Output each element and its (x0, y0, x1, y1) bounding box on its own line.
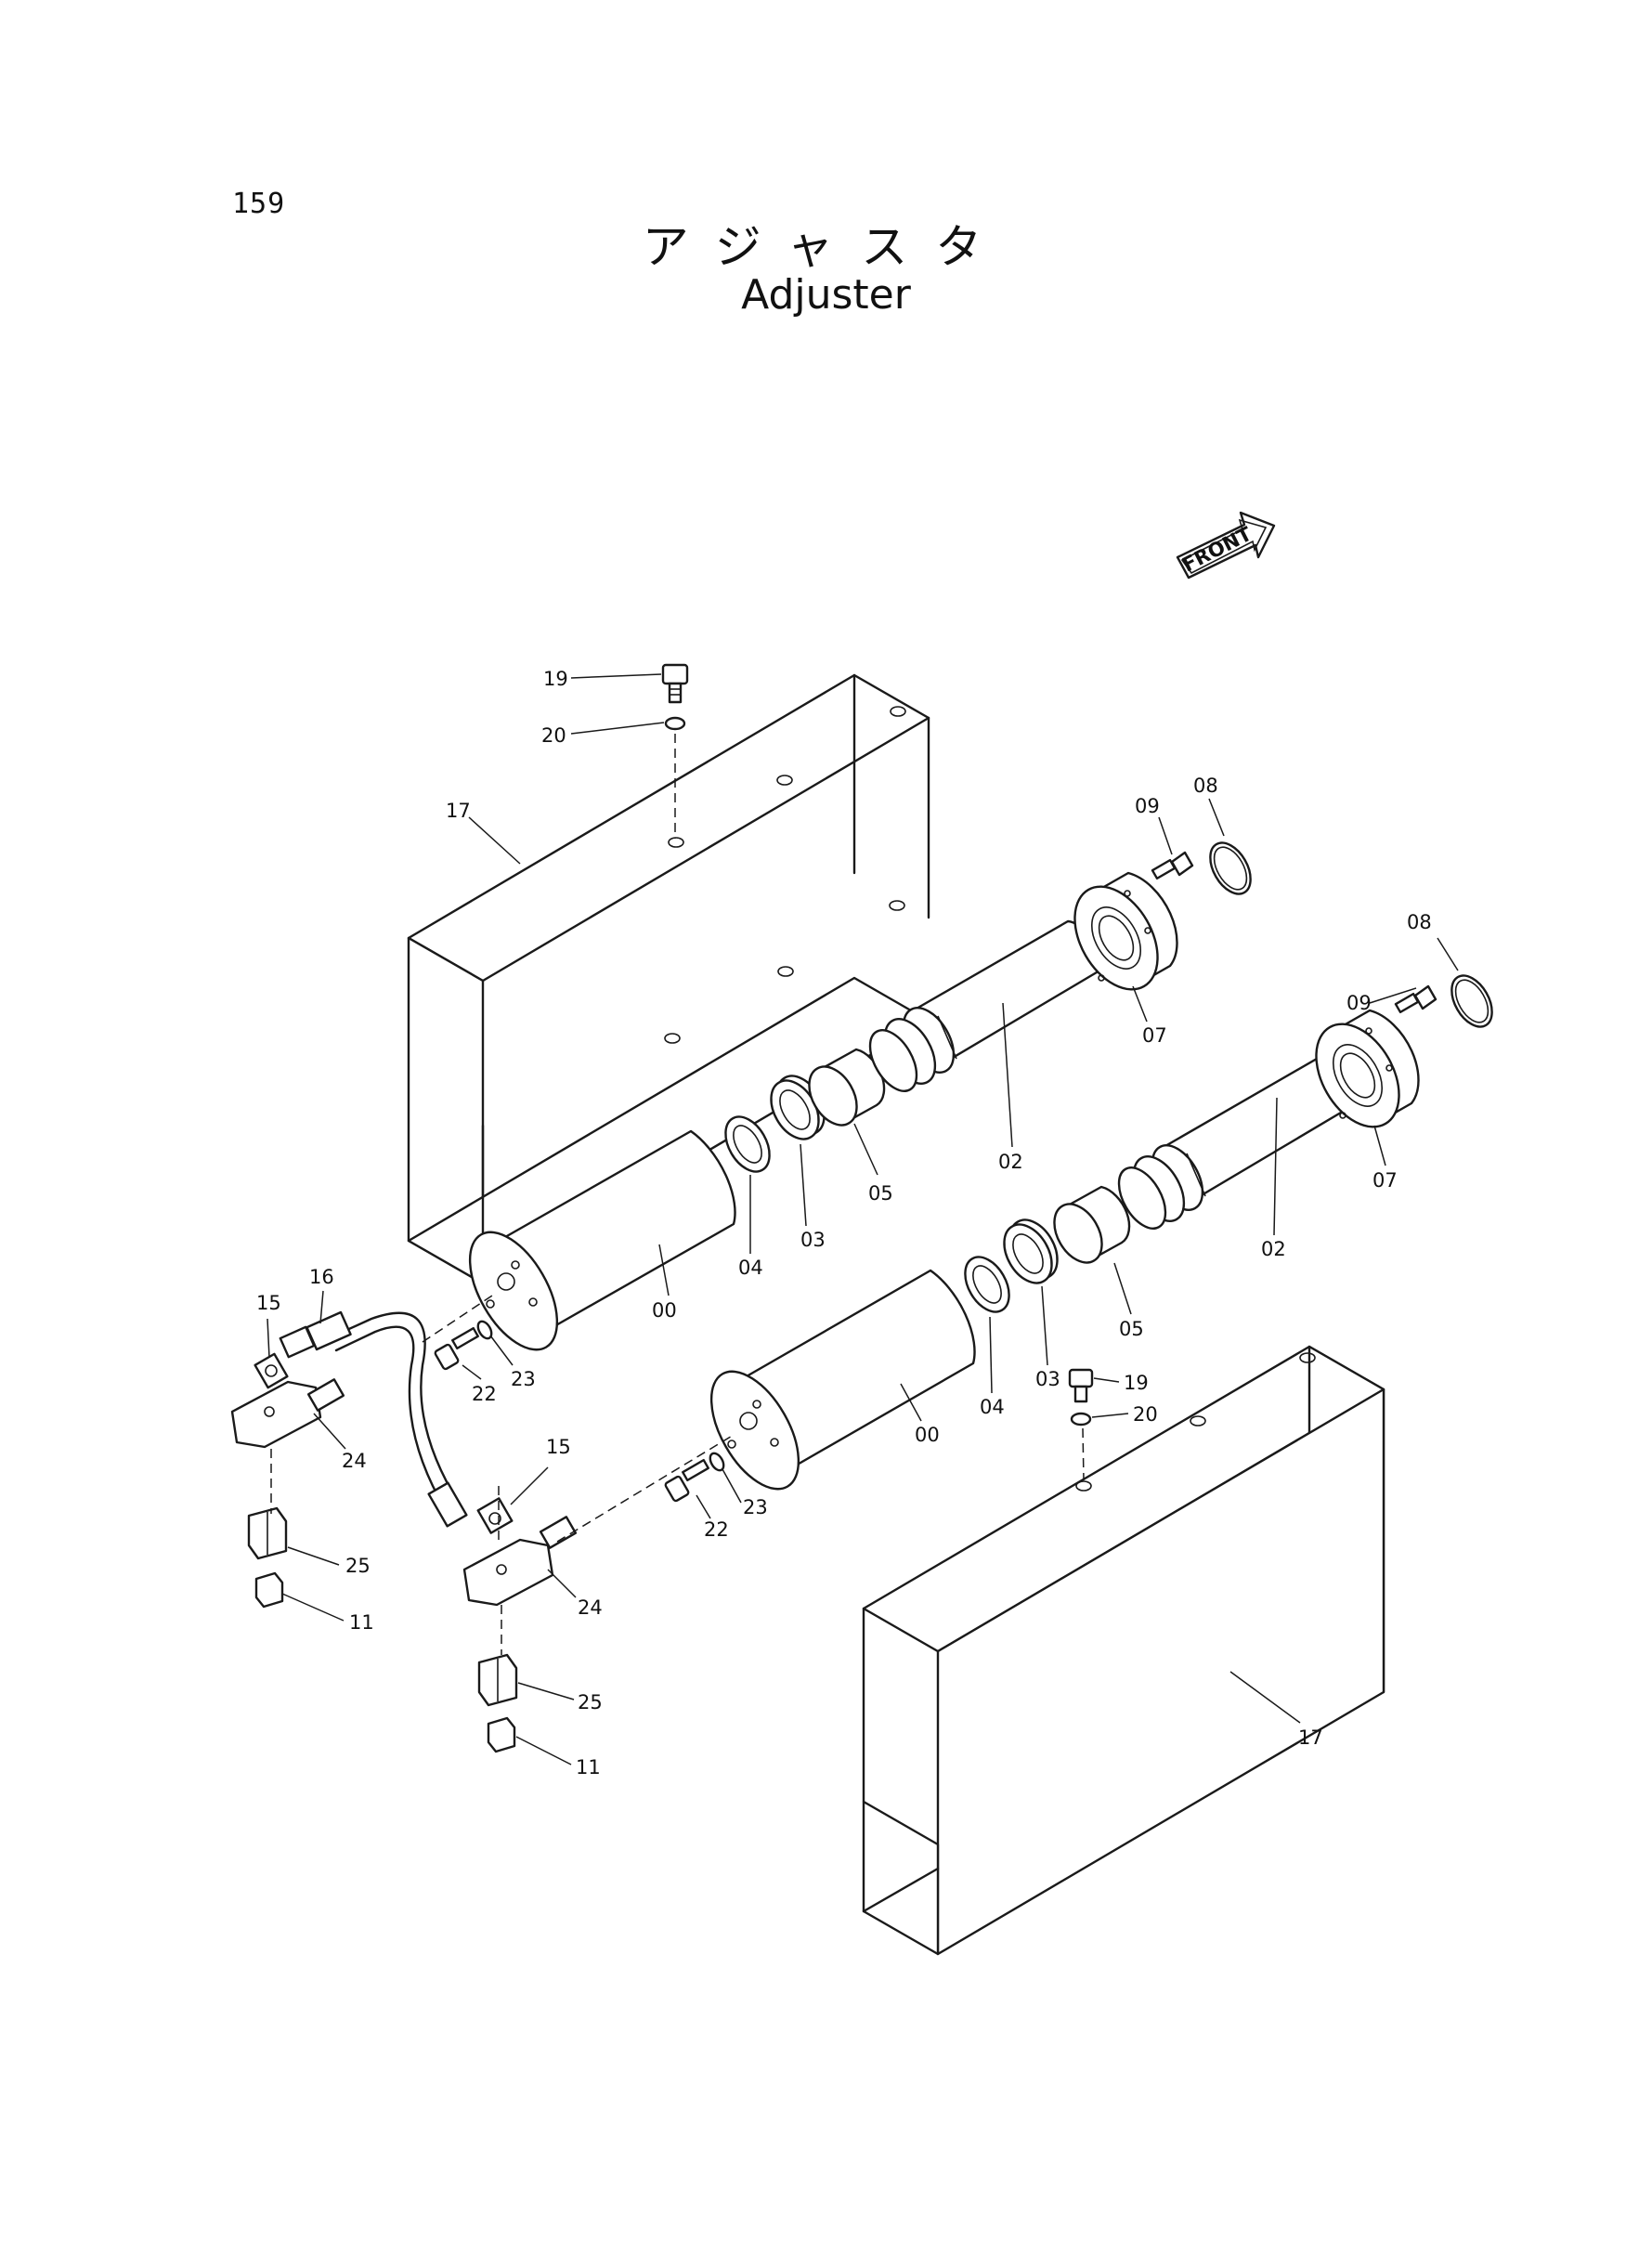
callout-17: 17 (1298, 1726, 1323, 1749)
bolt-19-top (661, 663, 689, 839)
callout-08: 08 (1407, 911, 1432, 933)
leader-lines (267, 673, 1459, 1765)
plug-11-upper (254, 1571, 284, 1609)
callout-08: 08 (1193, 775, 1218, 797)
callout-19: 19 (543, 668, 568, 690)
callout-02: 02 (1261, 1238, 1286, 1260)
callout-09: 09 (1346, 992, 1372, 1014)
bolt-22-upper (434, 1320, 493, 1371)
flange-07-upper (1073, 871, 1178, 991)
bolt-22-lower (664, 1452, 725, 1503)
rod-02-lower (1117, 1057, 1352, 1230)
callout-23: 23 (511, 1368, 536, 1390)
cover-upper (407, 673, 930, 1285)
seal-04-lower (964, 1256, 1010, 1313)
callout-04: 04 (738, 1257, 763, 1279)
callout-07: 07 (1142, 1024, 1167, 1047)
callout-25: 25 (578, 1691, 603, 1713)
callout-15: 15 (546, 1436, 571, 1458)
callout-labels: 19 20 17 09 08 07 02 05 03 04 00 16 15 2… (256, 668, 1432, 1778)
callout-00: 00 (915, 1424, 940, 1446)
plug-11-lower (487, 1716, 516, 1753)
callout-24: 24 (578, 1596, 603, 1619)
callout-07: 07 (1372, 1169, 1398, 1192)
page-number: 159 (232, 188, 286, 220)
callout-22: 22 (472, 1383, 497, 1405)
callout-05: 05 (868, 1182, 893, 1205)
title-japanese: アジャスタ (642, 220, 1010, 274)
callout-20: 20 (1133, 1403, 1158, 1426)
callout-09: 09 (1135, 795, 1160, 817)
rod-02-upper (868, 919, 1103, 1092)
oring-08-upper (1209, 841, 1252, 895)
bolt-09-upper (1151, 851, 1194, 880)
assembly-center-lines (270, 1295, 735, 1655)
bolt-09-lower (1394, 984, 1437, 1014)
ring-05-upper (808, 1048, 886, 1127)
callout-15: 15 (256, 1292, 281, 1314)
callout-16: 16 (309, 1266, 334, 1288)
cylinder-lower (709, 1269, 976, 1491)
callout-24: 24 (342, 1450, 367, 1472)
cover-lower (862, 1345, 1385, 1956)
callout-00: 00 (652, 1299, 677, 1322)
elbow-15-b (476, 1497, 514, 1534)
callout-19: 19 (1124, 1372, 1149, 1394)
callout-23: 23 (743, 1496, 768, 1518)
callout-17: 17 (446, 800, 471, 822)
callout-25: 25 (345, 1555, 371, 1577)
elbow-15-a (254, 1352, 289, 1389)
tee-24-lower (462, 1516, 578, 1607)
callout-11: 11 (576, 1756, 601, 1778)
nut-25-lower (477, 1653, 518, 1707)
hose-16 (279, 1310, 468, 1528)
callout-02: 02 (998, 1151, 1023, 1173)
callout-03: 03 (800, 1229, 826, 1251)
nut-25-upper (247, 1506, 288, 1560)
front-arrow-icon: FRONT (1176, 511, 1276, 580)
oring-08-lower (1450, 974, 1493, 1028)
callout-05: 05 (1119, 1318, 1144, 1340)
cylinder-upper (468, 1129, 736, 1351)
callout-22: 22 (704, 1518, 729, 1541)
seal-04-upper (724, 1115, 771, 1173)
title-english: Adjuster (741, 271, 911, 319)
seal-03-lower (1003, 1218, 1059, 1284)
callout-11: 11 (349, 1611, 374, 1634)
callout-04: 04 (980, 1396, 1005, 1418)
callout-20: 20 (541, 724, 566, 747)
ring-05-lower (1053, 1185, 1131, 1264)
bolt-19-lower (1068, 1368, 1094, 1481)
tee-24-upper (230, 1378, 345, 1449)
flange-07-lower (1315, 1009, 1420, 1128)
callout-03: 03 (1035, 1368, 1060, 1390)
